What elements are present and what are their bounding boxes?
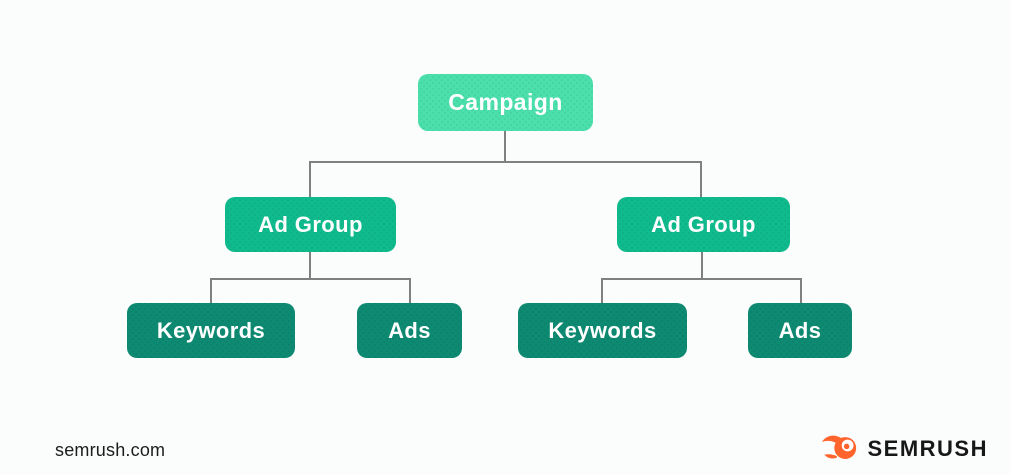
connector-to-ads-1 — [409, 278, 411, 305]
node-campaign: Campaign — [418, 74, 593, 131]
node-ads-2: Ads — [748, 303, 852, 358]
semrush-logo: SEMRUSH — [821, 432, 988, 465]
connector-ad-group-2-down — [701, 250, 703, 280]
connector-level2-right-horizontal — [601, 278, 802, 280]
semrush-fireball-icon — [822, 435, 857, 459]
source-url: semrush.com — [55, 440, 166, 460]
connector-level2-left-horizontal — [210, 278, 411, 280]
node-keywords-1: Keywords — [127, 303, 295, 358]
semrush-wordmark: SEMRUSH — [867, 435, 988, 461]
node-keywords-2: Keywords — [518, 303, 687, 358]
node-ad-group-1: Ad Group — [225, 197, 396, 252]
node-keywords-2-label: Keywords — [548, 317, 657, 343]
connector-to-ad-group-2 — [700, 161, 702, 199]
node-ad-group-1-label: Ad Group — [258, 211, 363, 237]
connector-campaign-down — [504, 130, 506, 163]
connector-ad-group-1-down — [309, 250, 311, 280]
node-campaign-label: Campaign — [448, 89, 563, 115]
node-ad-group-2-label: Ad Group — [651, 211, 756, 237]
connector-level1-horizontal — [309, 161, 702, 163]
node-ads-1: Ads — [357, 303, 462, 358]
node-ads-2-label: Ads — [778, 317, 822, 343]
node-ads-1-label: Ads — [388, 317, 431, 343]
node-ad-group-2: Ad Group — [617, 197, 790, 252]
connector-to-keywords-2 — [601, 278, 603, 305]
connector-to-ad-group-1 — [309, 161, 311, 199]
connector-to-keywords-1 — [210, 278, 212, 305]
connector-to-ads-2 — [800, 278, 802, 305]
node-keywords-1-label: Keywords — [156, 317, 266, 343]
